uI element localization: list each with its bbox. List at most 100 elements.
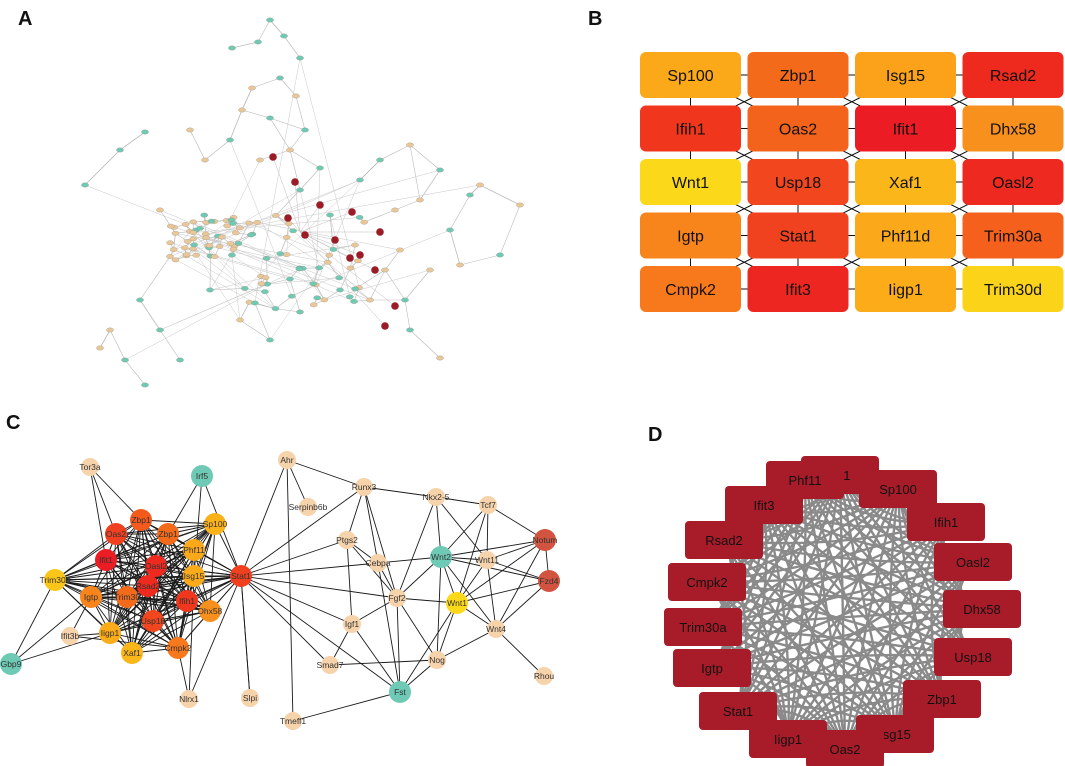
panel-c-edge (89, 466, 142, 521)
panel-d-node-label: Usp18 (954, 650, 992, 665)
panel-c-edge (69, 635, 179, 649)
panel-c-edge (363, 486, 379, 564)
hub-gene-wnt1: Wnt1 (640, 159, 741, 205)
panel-c-edge (90, 596, 188, 602)
panel-d-nodes: Ifit1Sp100Ifih1Oasl2Dhx58Usp18Zbp1Isg15O… (664, 456, 1021, 766)
panel-c-edge (115, 533, 242, 577)
hub-gene-box (962, 105, 1064, 152)
panel-c-edge (351, 623, 401, 693)
panel-d-edge (896, 488, 944, 700)
panel-c-edge (54, 533, 117, 581)
panel-d-edge (763, 504, 943, 700)
panel-c-node-circle (199, 600, 221, 622)
panel-c-node-label: Rsad2 (136, 581, 161, 591)
hub-gene-box (640, 266, 741, 312)
panel-c-edge (10, 596, 92, 665)
panel-c-node-isg15: Isg15 (183, 565, 205, 587)
panel-d-node-label: Stat1 (723, 704, 753, 719)
hub-gene-usp18: Usp18 (747, 159, 849, 205)
panel-c-node-label: Tcf7 (480, 500, 496, 510)
hub-gene-box (962, 212, 1064, 259)
panel-c-edge (363, 486, 437, 498)
panel-d-node-box (934, 543, 1012, 581)
panel-c-node-fst: Fst (389, 681, 411, 703)
panel-d-node-sp100: Sp100 (859, 470, 937, 508)
panel-d-node-box (943, 590, 1021, 628)
panel-d-node-box (934, 638, 1012, 676)
panel-c-node-label: Ahr (280, 455, 293, 465)
panel-c-edge (54, 519, 142, 581)
hub-gene-label: Iigp1 (888, 282, 923, 299)
hub-gene-box (962, 266, 1064, 312)
panel-c-node-cebpa: Cebpa (365, 554, 391, 572)
panel-d-node-dhx58: Dhx58 (943, 590, 1021, 628)
hub-gene-box (640, 52, 741, 98)
hub-gene-label: Cmpk2 (665, 282, 716, 299)
panel-c-node-circle (535, 667, 553, 685)
panel-c-node-circle (81, 458, 99, 476)
panel-c-node-circle (176, 590, 198, 612)
panel-c-edge (126, 519, 142, 598)
panel-c-edge (440, 539, 546, 558)
panel-c-edge (396, 597, 438, 661)
panel-c-node-circle (95, 549, 117, 571)
panel-c-node-circle (389, 681, 411, 703)
hub-gene-label: Oasl2 (992, 175, 1034, 192)
panel-d-node-box (668, 563, 746, 601)
panel-c-node-circle (430, 546, 452, 568)
panel-c-node-ifit3b: Ifit3b (61, 627, 80, 645)
panel-d-node-label: Trim30a (679, 620, 727, 635)
panel-c-node-tmeff1: Tmeff1 (280, 712, 306, 730)
panel-c-node-stat1: Stat1 (230, 565, 252, 587)
panel-c-edge (240, 575, 331, 666)
panel-d-edge (803, 479, 943, 700)
panel-d-edge (723, 539, 896, 735)
panel-c-node-label: Ptgs2 (336, 535, 358, 545)
panel-c-edge (486, 504, 489, 561)
panel-c-node-circle (80, 586, 102, 608)
panel-c-node-circle (479, 496, 497, 514)
panel-c-node-circle (446, 592, 468, 614)
panel-c-node-zbp1: Zbp1 (130, 509, 152, 531)
panel-c-node-label: Serpinb6b (289, 502, 328, 512)
panel-c-node-circle (321, 656, 339, 674)
panel-d-node-box (664, 608, 742, 646)
panel-c-node-tor3a: Tor3a (79, 458, 101, 476)
panel-c-edge (346, 486, 365, 541)
hub-gene-label: Isg15 (886, 68, 925, 85)
panel-d-node-box (673, 649, 751, 687)
panel-c-node-circle (284, 712, 302, 730)
panel-d-node-box (699, 692, 777, 730)
panel-c-node-circle (478, 551, 496, 569)
hub-gene-box (855, 266, 956, 312)
hub-gene-box (962, 159, 1064, 205)
panel-c-edge (240, 575, 401, 693)
panel-c-node-label: Nkx2-5 (423, 492, 450, 502)
panel-c-node-xaf1: Xaf1 (121, 642, 143, 664)
panel-c-edge (131, 575, 242, 654)
panel-c-node-circle (121, 642, 143, 664)
hub-gene-isg15: Isg15 (855, 52, 956, 98)
hub-gene-box (855, 159, 956, 205)
panel-c-edge (89, 466, 107, 561)
hub-gene-iigp1: Iigp1 (855, 266, 956, 312)
panel-c-node-label: Cebpa (365, 558, 390, 568)
panel-c-node-label: Trim30 (114, 592, 140, 602)
panel-c-node-ifih1: Ifih1 (176, 590, 198, 612)
panel-c-edge (167, 475, 203, 535)
panel-c-node-label: Phf11 (183, 545, 205, 555)
panel-c-edge (240, 575, 398, 599)
panel-c-node-wnt2: Wnt2 (430, 546, 452, 568)
panel-c-node-label: Slpi (243, 693, 257, 703)
panel-c-node-circle (99, 622, 121, 644)
panel-c-node-label: Ifit3b (61, 631, 80, 641)
hub-gene-label: Igtp (677, 229, 704, 246)
panel-c-edge (377, 562, 401, 693)
panel-d-node-label: Iigp1 (774, 732, 802, 747)
hub-gene-ifit3: Ifit3 (747, 266, 849, 312)
panel-c-edge (54, 565, 157, 581)
panel-d-edge (803, 479, 847, 750)
hub-gene-cmpk2: Cmpk2 (640, 266, 741, 312)
panel-c-edge (89, 466, 117, 535)
panel-c-edge (209, 523, 216, 612)
